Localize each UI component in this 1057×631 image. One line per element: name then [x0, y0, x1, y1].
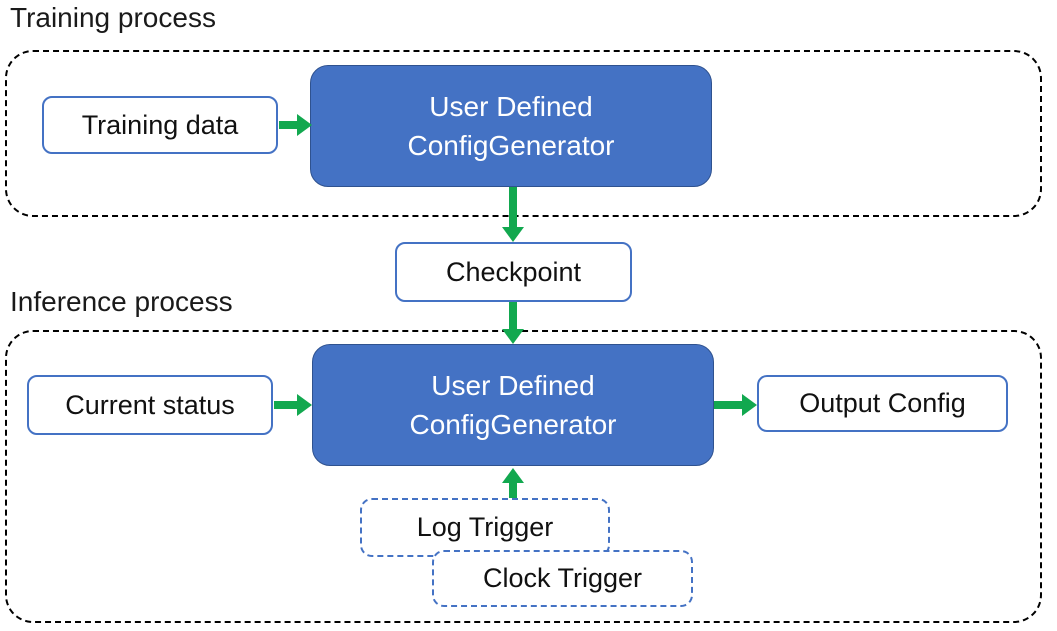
training-process-label: Training process — [10, 2, 216, 33]
arrow-head-icon — [742, 394, 757, 416]
arrow-shaft — [509, 302, 517, 329]
arrow-generator-to-checkpoint — [502, 187, 524, 242]
inference-config-generator-box: User Defined ConfigGenerator — [312, 344, 714, 466]
arrow-generator-to-output-config — [714, 394, 757, 416]
arrow-training-data-to-generator — [279, 114, 312, 136]
arrow-triggers-to-generator — [502, 468, 524, 498]
arrow-shaft — [274, 401, 297, 409]
generator-label-line2: ConfigGenerator — [409, 409, 617, 440]
arrow-checkpoint-to-inference-generator — [502, 302, 524, 344]
output-config-box: Output Config — [757, 375, 1008, 432]
current-status-box: Current status — [27, 375, 273, 435]
arrow-shaft — [279, 121, 297, 129]
arrow-head-icon — [502, 329, 524, 344]
arrow-shaft — [509, 483, 517, 498]
arrow-shaft — [714, 401, 742, 409]
arrow-head-icon — [502, 468, 524, 483]
checkpoint-box: Checkpoint — [395, 242, 632, 302]
arrow-head-icon — [297, 394, 312, 416]
arrow-current-status-to-generator — [274, 394, 312, 416]
training-config-generator-box: User Defined ConfigGenerator — [310, 65, 712, 187]
training-data-box: Training data — [42, 96, 278, 154]
generator-label-line1: User Defined — [431, 370, 595, 401]
training-process-container — [5, 50, 1042, 217]
arrow-shaft — [509, 187, 517, 227]
generator-label-line2: ConfigGenerator — [407, 130, 615, 161]
log-trigger-box: Log Trigger — [360, 498, 610, 557]
generator-label-line1: User Defined — [429, 91, 593, 122]
arrow-head-icon — [297, 114, 312, 136]
clock-trigger-box: Clock Trigger — [432, 550, 693, 607]
inference-process-label: Inference process — [10, 286, 233, 317]
arrow-head-icon — [502, 227, 524, 242]
